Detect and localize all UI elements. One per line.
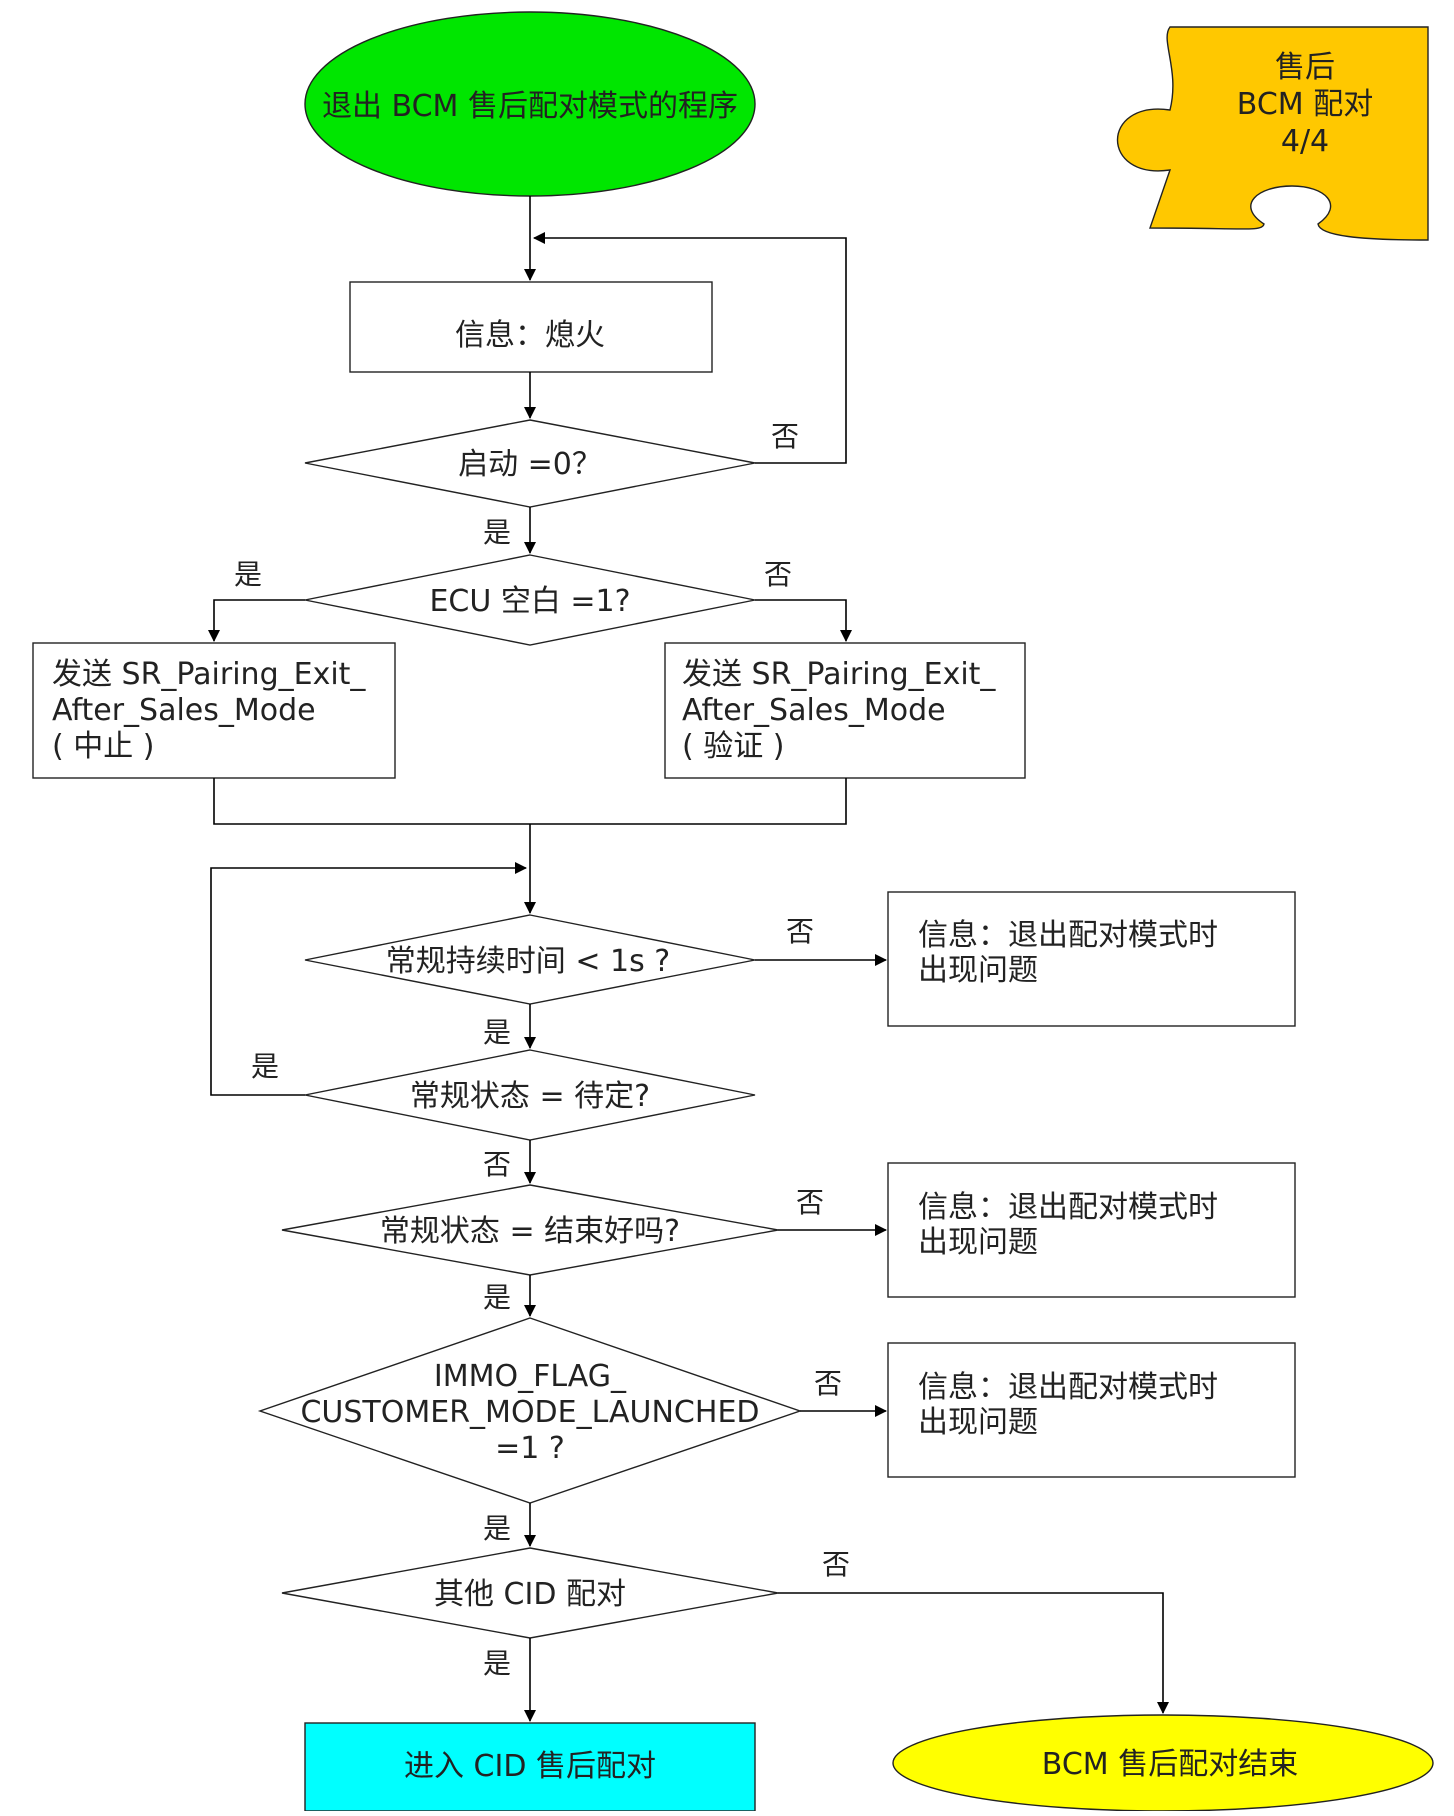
immo-yes-label: 是: [483, 1512, 511, 1545]
decision-pending-label: 常规状态 = 待定?: [410, 1079, 650, 1114]
finished-yes-label: 是: [483, 1281, 511, 1314]
connector-ignition-no-loop: [533, 232, 847, 464]
pending-no-label: 否: [483, 1148, 511, 1181]
decision-ecu-blank: [304, 554, 756, 646]
info-box-1: [887, 891, 1296, 1027]
pending-yes-label: 是: [251, 1050, 279, 1083]
start-node-label: 退出 BCM 售后配对模式的程序: [322, 89, 738, 124]
connector-other-cid-no: [778, 1592, 1169, 1714]
decision-immo-line-2: CUSTOMER_MODE_LAUNCHED: [300, 1395, 759, 1430]
info-box-3-line-1: 信息：退出配对模式时: [918, 1370, 1218, 1405]
ignition-no-label: 否: [771, 420, 799, 453]
connector-abort-merge: [213, 778, 847, 825]
box-send-abort: [32, 642, 396, 779]
box-send-abort-line-2: After_Sales_Mode: [52, 693, 316, 728]
info-box-2-line-2: 出现问题: [918, 1225, 1038, 1260]
box-send-abort-line-1: 发送 SR_Pairing_Exit_: [52, 657, 366, 692]
duration-no-label: 否: [786, 915, 814, 948]
box-send-verify: [664, 642, 1026, 779]
box-send-abort-line-3: ( 中止 ): [52, 729, 154, 764]
ecu-no-label: 否: [764, 558, 792, 591]
decision-duration-label: 常规持续时间 < 1s ?: [386, 944, 670, 979]
ignition-yes-label: 是: [483, 516, 511, 549]
puzzle-piece-shape: [1117, 26, 1429, 241]
decision-ecu-blank-label: ECU 空白 =1?: [429, 584, 630, 619]
info-box-3-line-2: 出现问题: [918, 1405, 1038, 1440]
immo-no-label: 否: [814, 1367, 842, 1400]
decision-other-cid-label: 其他 CID 配对: [434, 1577, 626, 1612]
connector-ecu-yes: [208, 599, 305, 642]
box-enter-cid-pairing-label: 进入 CID 售后配对: [404, 1749, 656, 1784]
puzzle-line-2: BCM 配对: [1237, 87, 1373, 122]
other-cid-no-label: 否: [822, 1548, 850, 1581]
box-send-verify-line-3: ( 验证 ): [682, 729, 784, 764]
decision-immo-line-1: IMMO_FLAG_: [434, 1359, 627, 1394]
info-box-1-line-1: 信息：退出配对模式时: [918, 918, 1218, 953]
info-box-2-line-1: 信息：退出配对模式时: [918, 1190, 1218, 1225]
info-box-1-line-2: 出现问题: [918, 953, 1038, 988]
connector-ecu-no: [755, 599, 852, 642]
box-flameout: [349, 281, 713, 373]
end-node-label: BCM 售后配对结束: [1042, 1747, 1298, 1782]
box-flameout-label: 信息：熄火: [455, 318, 605, 353]
finished-no-label: 否: [796, 1186, 824, 1219]
puzzle-line-3: 4/4: [1281, 124, 1329, 159]
box-send-verify-line-1: 发送 SR_Pairing_Exit_: [682, 657, 996, 692]
box-enter-cid-pairing: [304, 1722, 756, 1812]
duration-yes-label: 是: [483, 1016, 511, 1049]
decision-finished-label: 常规状态 = 结束好吗?: [380, 1214, 680, 1249]
info-box-3: [887, 1342, 1296, 1478]
decision-ignition-label: 启动 =0？: [458, 447, 602, 482]
ecu-yes-label: 是: [234, 558, 262, 591]
other-cid-yes-label: 是: [483, 1647, 511, 1680]
decision-immo-line-3: =1 ?: [495, 1431, 565, 1466]
info-box-2: [887, 1162, 1296, 1298]
box-send-verify-line-2: After_Sales_Mode: [682, 693, 946, 728]
connector-pending-yes-loop: [210, 862, 527, 1096]
puzzle-line-1: 售后: [1275, 50, 1335, 85]
